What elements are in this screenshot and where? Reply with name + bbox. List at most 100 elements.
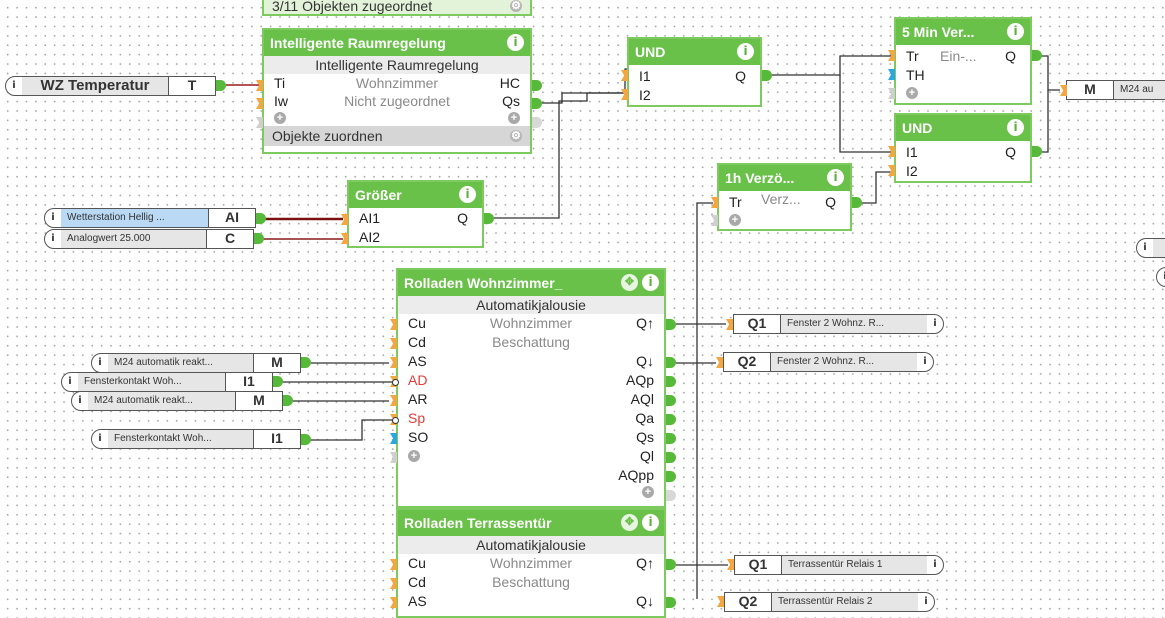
input-tr[interactable]: Tr [729, 194, 742, 210]
pin-qs[interactable] [666, 433, 676, 444]
output-q-down[interactable]: Q↓ [636, 353, 654, 369]
info-icon[interactable]: i [827, 169, 844, 186]
output-hc[interactable]: HC [499, 75, 520, 91]
input-th[interactable]: TH [906, 67, 925, 83]
pin-out[interactable] [301, 434, 311, 445]
block-und-1[interactable]: UND i I1 Q I2 [627, 37, 762, 107]
input-connector-m24-1[interactable]: i M24 automatik reakt... M [91, 353, 301, 373]
output-aql[interactable]: AQl [630, 391, 654, 407]
info-icon[interactable]: i [459, 186, 476, 203]
pin-ql[interactable] [666, 452, 676, 463]
block-header[interactable]: 5 Min Ver... i [896, 19, 1030, 45]
output-q-up[interactable]: Q↑ [636, 555, 654, 571]
input-cu[interactable]: Cu [408, 315, 426, 331]
pin-add[interactable] [256, 117, 263, 128]
info-icon[interactable]: i [1007, 119, 1024, 136]
info-icon[interactable]: i [1143, 242, 1147, 253]
pin-cd[interactable] [390, 338, 397, 349]
block-header[interactable]: Rolladen Wohnzimmer_ ✥ i [398, 270, 664, 296]
info-icon[interactable]: i [642, 514, 659, 531]
pin-i1[interactable] [888, 146, 895, 157]
output-ql[interactable]: Ql [640, 448, 654, 464]
info-icon[interactable]: i [68, 376, 72, 387]
output-qs[interactable]: Qs [636, 429, 654, 445]
pin-so[interactable] [390, 433, 397, 444]
info-icon[interactable]: i [924, 596, 928, 607]
input-connector-partial-2[interactable]: i [1156, 267, 1165, 287]
pin-q2[interactable] [716, 357, 723, 368]
pin-aqp[interactable] [666, 376, 676, 387]
add-input-icon[interactable]: + [729, 214, 741, 226]
pin-q[interactable] [484, 213, 494, 224]
output-q[interactable]: Q [457, 210, 468, 226]
pin-ti[interactable] [256, 80, 263, 91]
pin-add[interactable] [390, 452, 397, 463]
block-raumregelung[interactable]: Intelligente Raumregelung i Intelligente… [262, 28, 532, 154]
input-ai1[interactable]: AI1 [359, 210, 381, 226]
pin-iw[interactable] [256, 98, 263, 109]
block-rolladen-wohnzimmer[interactable]: Rolladen Wohnzimmer_ ✥ i Automatikjalous… [396, 268, 666, 508]
input-iw[interactable]: Iw [274, 93, 288, 109]
pin-out[interactable] [256, 213, 266, 224]
output-connector-q2-terrassentuer[interactable]: Q2 Terrassentür Relais 2 i [724, 592, 935, 612]
pin-q-up[interactable] [666, 559, 676, 570]
pin-ar[interactable] [390, 395, 397, 406]
gear-icon[interactable]: ⚙ [510, 0, 522, 12]
output-q[interactable]: Q [735, 68, 746, 84]
pin-add-out[interactable] [532, 117, 542, 128]
pin-q2[interactable] [717, 596, 724, 607]
output-connector-q2-fenster[interactable]: Q2 Fenster 2 Wohnz. R... i [723, 352, 934, 372]
input-connector-m24-2[interactable]: i M24 automatik reakt... M [71, 391, 283, 411]
info-icon[interactable]: i [642, 274, 659, 291]
add-input-icon[interactable]: + [906, 87, 918, 99]
block-header[interactable]: Rolladen Terrassentür ✥ i [398, 510, 664, 536]
info-icon[interactable]: i [1007, 23, 1024, 40]
output-q-up[interactable]: Q↑ [636, 315, 654, 331]
input-i1[interactable]: I1 [639, 68, 651, 84]
pin-hc[interactable] [532, 80, 542, 91]
pin-ai1[interactable] [341, 214, 348, 225]
info-icon[interactable]: i [51, 233, 55, 244]
pin-m[interactable] [1060, 85, 1067, 96]
add-output-icon[interactable]: + [508, 112, 520, 124]
input-ad[interactable]: AD [408, 372, 428, 388]
input-ai2[interactable]: AI2 [359, 229, 381, 245]
output-connector-q1-terrassentuer[interactable]: Q1 Terrassentür Relais 1 i [734, 555, 944, 575]
pin-th[interactable] [888, 69, 895, 80]
info-icon[interactable]: i [507, 34, 524, 51]
input-cd[interactable]: Cd [408, 334, 426, 350]
input-connector-wz-temperatur[interactable]: i WZ Temperatur T [5, 76, 216, 96]
input-connector-wetterstation[interactable]: i Wetterstation Hellig ... AI [44, 208, 256, 228]
info-icon[interactable]: i [933, 559, 937, 570]
pin-add-out[interactable] [666, 490, 676, 501]
output-q[interactable]: Q [825, 194, 836, 210]
add-input-icon[interactable]: + [274, 112, 286, 124]
pin-q1[interactable] [727, 559, 734, 570]
output-aqp[interactable]: AQp [625, 372, 654, 388]
info-icon[interactable]: i [1157, 268, 1165, 286]
output-connector-m[interactable]: M M24 au [1066, 80, 1165, 100]
input-i2[interactable]: I2 [906, 163, 918, 179]
info-icon[interactable]: i [98, 357, 102, 368]
input-i1[interactable]: I1 [906, 144, 918, 160]
output-aqpp[interactable]: AQpp [618, 467, 654, 483]
move-icon[interactable]: ✥ [621, 514, 638, 531]
pin-q[interactable] [1032, 146, 1042, 157]
pin-q-up[interactable] [666, 319, 676, 330]
block-header[interactable]: 1h Verzö... i [719, 165, 850, 191]
input-connector-partial-1[interactable]: i [1136, 238, 1165, 258]
block-rolladen-terrassentuer[interactable]: Rolladen Terrassentür ✥ i Automatikjalou… [396, 508, 666, 618]
input-so[interactable]: SO [408, 429, 429, 445]
pin-qa[interactable] [666, 414, 676, 425]
output-connector-q1-fenster[interactable]: Q1 Fenster 2 Wohnz. R... i [733, 314, 944, 334]
pin-tr[interactable] [711, 197, 718, 208]
input-cu[interactable]: Cu [408, 555, 426, 571]
pin-add[interactable] [711, 215, 718, 226]
block-header[interactable]: UND i [629, 39, 760, 65]
input-as[interactable]: AS [408, 593, 427, 609]
pin-aqpp[interactable] [666, 471, 676, 482]
pin-ai2[interactable] [341, 233, 348, 244]
output-q[interactable]: Q [1005, 48, 1016, 64]
pin-out[interactable] [216, 80, 226, 91]
input-as[interactable]: AS [408, 353, 427, 369]
